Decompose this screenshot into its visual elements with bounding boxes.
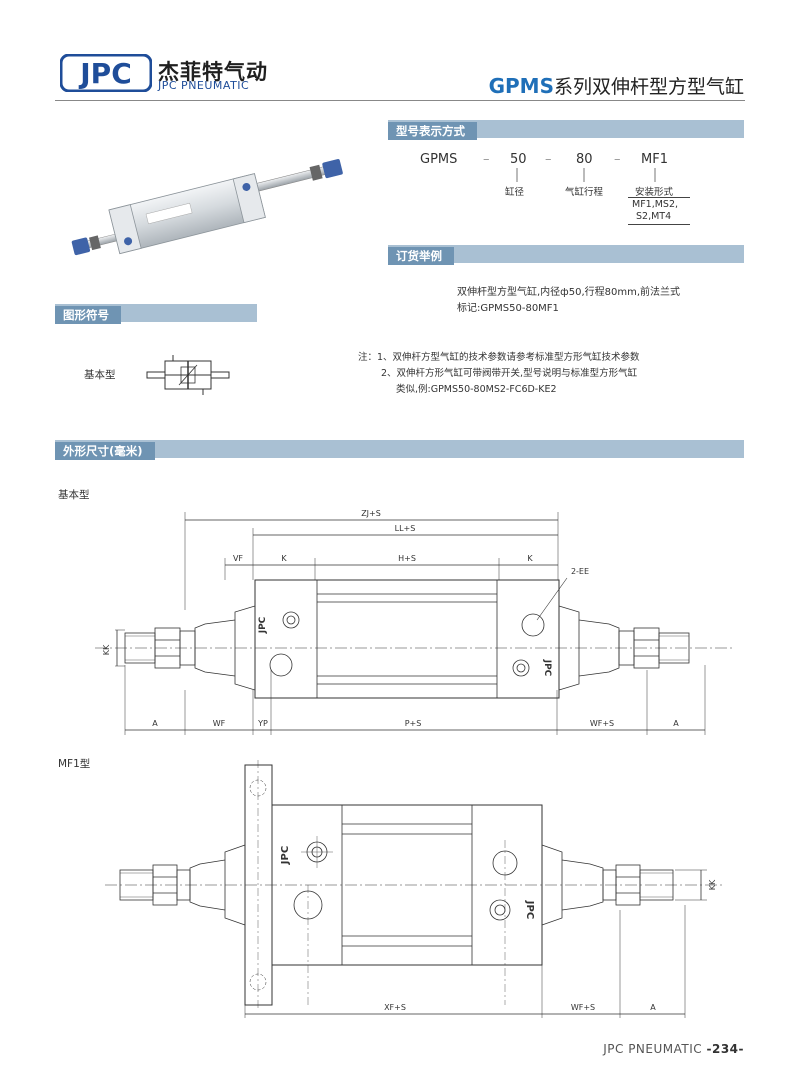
- dim-wf: WF: [213, 719, 226, 728]
- page-title-text: 系列双伸杆型方型气缸: [553, 76, 744, 98]
- model-dash-3: –: [614, 152, 621, 167]
- mf1-dim-a: A: [650, 1003, 656, 1012]
- drawing-mf1-title: MF1型: [58, 758, 91, 770]
- mf1-brand-mark-right: JPC: [524, 900, 535, 919]
- drawing-basic-title: 基本型: [58, 489, 90, 501]
- dim-h: H+S: [398, 554, 416, 563]
- model-mount-bottomline: [628, 224, 690, 225]
- product-photo: [71, 159, 343, 256]
- model-dash-1: –: [483, 152, 490, 167]
- dim-zj: ZJ+S: [361, 509, 381, 518]
- brand-mark-left: JPC: [258, 616, 268, 634]
- mf1-dim-xf: XF+S: [384, 1003, 406, 1012]
- model-series: GPMS: [420, 152, 458, 167]
- symbol-label: 基本型: [84, 369, 116, 381]
- dim-a-left: A: [152, 719, 158, 728]
- section-title-ordering: 订货举例: [388, 247, 454, 265]
- dim-ll: LL+S: [395, 524, 416, 533]
- page-number: -234-: [706, 1042, 744, 1056]
- model-stroke-label: 气缸行程: [565, 187, 604, 198]
- dim-k-left: K: [281, 554, 287, 563]
- page-title: GPMS系列双伸杆型方型气缸: [489, 72, 744, 99]
- dim-vf: VF: [233, 554, 243, 563]
- footer-brand: JPC PNEUMATIC: [603, 1042, 703, 1056]
- model-dash-2: –: [545, 152, 552, 167]
- dim-p: P+S: [405, 719, 422, 728]
- company-name-en: JPC PNEUMATIC: [158, 79, 250, 92]
- drawing-mf1: JPC JPC KK XF+S WF+S A: [105, 760, 725, 1018]
- model-mount-underline: [628, 197, 690, 198]
- model-stroke: 80: [576, 152, 593, 167]
- page-title-code: GPMS: [488, 74, 554, 98]
- cylinder-symbol: [146, 355, 230, 395]
- dim-k-right: K: [527, 554, 533, 563]
- logo-mark-text: JPC: [78, 57, 132, 90]
- dim-ee: 2-EE: [571, 567, 589, 576]
- note-line-3: 类似,例:GPMS50-80MS2-FC6D-KE2: [396, 384, 557, 395]
- section-bar-dimensions: 外形尺寸(毫米): [55, 440, 744, 460]
- note-line-2: 2、双伸杆方形气缸可带阀带开关,型号说明与标准型方形气缸: [381, 368, 638, 379]
- section-title-dimensions: 外形尺寸(毫米): [55, 442, 155, 460]
- dim-yp: YP: [257, 719, 268, 728]
- section-title-symbol: 图形符号: [55, 306, 121, 324]
- model-bore-label: 缸径: [505, 187, 525, 198]
- section-bar-ordering: 订货举例: [388, 245, 744, 265]
- section-title-model-code: 型号表示方式: [388, 122, 477, 140]
- note-line-1: 注：1、双伸杆方型气缸的技术参数请参考标准型方形气缸技术参数: [358, 352, 640, 363]
- dim-kk: KK: [102, 644, 111, 655]
- model-mount-options-2: S2,MT4: [636, 211, 672, 222]
- mf1-brand-mark-left: JPC: [280, 846, 291, 865]
- model-bore: 50: [510, 152, 527, 167]
- section-bar-model-code: 型号表示方式: [388, 120, 744, 140]
- header-divider: [55, 100, 745, 101]
- model-mount: MF1: [641, 152, 668, 167]
- section-bar-symbol: 图形符号: [55, 304, 257, 324]
- drawing-basic: ZJ+S LL+S VF K H+S K 2-EE JPC JPC KK A W…: [95, 509, 735, 735]
- footer: JPC PNEUMATIC -234-: [603, 1042, 744, 1056]
- logo-mark: JPC: [60, 54, 152, 92]
- ordering-line-2: 标记:GPMS50-80MF1: [457, 303, 559, 314]
- model-mount-options-1: MF1,MS2,: [632, 199, 679, 210]
- ordering-line-1: 双伸杆型方型气缸,内径ф50,行程80mm,前法兰式: [457, 287, 681, 298]
- brand-mark-right: JPC: [542, 659, 552, 677]
- mf1-dim-kk: KK: [708, 879, 717, 890]
- mf1-dim-wf-s: WF+S: [571, 1003, 595, 1012]
- company-name-cn: 杰菲特气动: [158, 60, 268, 84]
- dim-a-right: A: [673, 719, 679, 728]
- model-mount-label: 安装形式: [635, 187, 674, 198]
- dim-wf-s: WF+S: [590, 719, 614, 728]
- model-leader-lines: [516, 168, 656, 182]
